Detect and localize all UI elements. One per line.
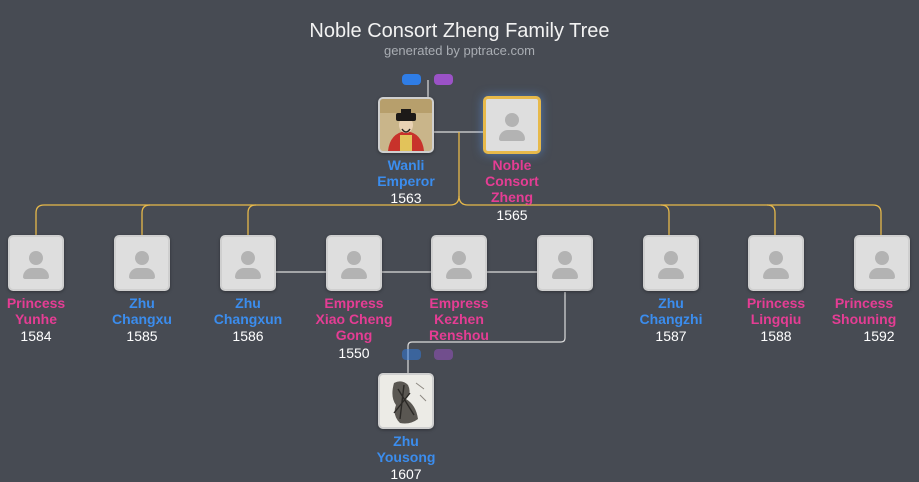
person-year-xiaocheng: 1550 [338,345,370,361]
person-card-yousong[interactable] [378,373,434,429]
person-year-yunhe: 1584 [20,328,52,344]
person-placeholder-icon [347,251,361,265]
ink-portrait-icon [380,375,432,427]
person-year-lingqiu: 1588 [760,328,792,344]
person-year-changxu: 1585 [126,328,158,344]
person-placeholder-icon [875,251,889,265]
person-placeholder-icon [558,251,572,265]
child-line-yunhe [35,204,450,236]
person-year-wanli: 1563 [390,190,422,206]
person-placeholder-icon [505,113,519,127]
child-line-changzhi [660,204,670,236]
person-card-unknown[interactable] [537,235,593,291]
child-line-changxu [141,204,151,236]
person-card-shouning[interactable] [854,235,910,291]
expand-parents-button-yousong[interactable] [402,349,421,360]
page-title: Noble Consort Zheng Family Tree [309,20,610,42]
child-line-changxun [247,204,257,236]
person-placeholder-icon [241,251,255,265]
person-year-yousong: 1607 [390,466,422,482]
person-placeholder-icon [664,251,678,265]
person-placeholder-icon [452,251,466,265]
person-card-lingqiu[interactable] [748,235,804,291]
page-subtitle: generated by pptrace.com [383,43,536,58]
person-card-xiaocheng[interactable] [326,235,382,291]
child-line-shouning [468,204,882,236]
person-card-zheng[interactable] [483,96,541,154]
child-line-trunk-right [458,195,469,206]
person-placeholder-icon [29,251,43,265]
expand-spouses-button[interactable] [434,74,453,85]
person-card-changxu[interactable] [114,235,170,291]
child-line-lingqiu [766,204,776,236]
person-card-changxun[interactable] [220,235,276,291]
person-placeholder-icon [769,251,783,265]
expand-spouses-button-yousong[interactable] [434,349,453,360]
person-card-yunhe[interactable] [8,235,64,291]
person-year-shouning: 1592 [863,328,895,344]
person-year-zheng: 1565 [496,207,528,223]
emperor-portrait-icon [380,99,432,151]
person-card-wanli[interactable] [378,97,434,153]
person-placeholder-icon [135,251,149,265]
person-card-kezhen[interactable] [431,235,487,291]
person-year-changxun: 1586 [232,328,264,344]
person-card-changzhi[interactable] [643,235,699,291]
parent-line-yousong [407,292,566,374]
person-year-changzhi: 1587 [655,328,687,344]
expand-parents-button[interactable] [402,74,421,85]
